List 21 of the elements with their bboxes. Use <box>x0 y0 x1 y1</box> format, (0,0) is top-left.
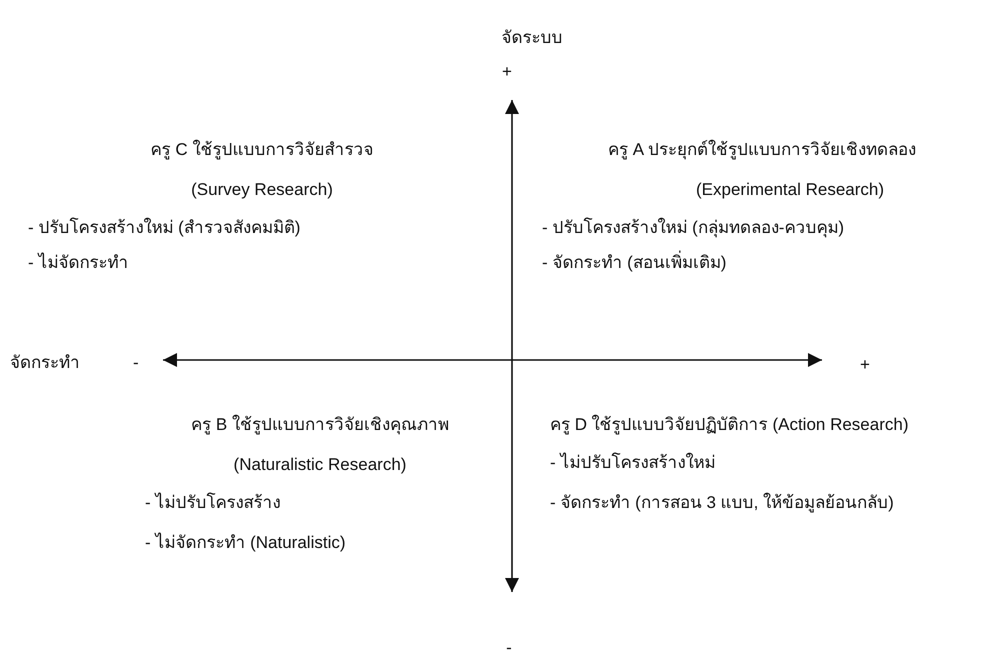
axis-sign: - <box>133 352 139 374</box>
quadrant-heading: ครู C ใช้รูปแบบการวิจัยสำรวจ <box>150 140 374 160</box>
list-item: - ไม่ปรับโครงสร้างใหม่ <box>550 452 716 474</box>
list-item: - จัดกระทำ (สอนเพิ่มเติม) <box>542 252 726 274</box>
list-item: - ไม่จัดกระทำ <box>28 252 128 274</box>
list-item: - จัดกระทำ (การสอน 3 แบบ, ให้ข้อมูลย้อนกลับ) <box>550 492 894 514</box>
axis-sign: + <box>860 354 870 376</box>
list-item: - ปรับโครงสร้างใหม่ (สำรวจสังคมมิติ) <box>28 218 300 238</box>
axis-label: จัดระบบ <box>502 28 562 48</box>
quadrant-heading: ครู A ประยุกต์ใช้รูปแบบการวิจัยเชิงทดลอง <box>608 140 916 160</box>
list-item: - ไม่ปรับโครงสร้าง <box>145 492 280 514</box>
list-item: - ไม่จัดกระทำ (Naturalistic) <box>145 532 346 554</box>
quadrant-heading: ครู B ใช้รูปแบบการวิจัยเชิงคุณภาพ <box>191 414 449 436</box>
quadrant-subheading: (Experimental Research) <box>696 180 884 200</box>
axis-label: จัดกระทำ <box>10 352 80 374</box>
quadrant-subheading: (Survey Research) <box>191 180 333 200</box>
axis-sign: + <box>502 62 512 82</box>
quadrant-subheading: (Naturalistic Research) <box>234 454 406 476</box>
axis-sign: - <box>506 638 512 657</box>
quadrant-heading: ครู D ใช้รูปแบบวิจัยปฏิบัติการ (Action Research) <box>550 414 908 436</box>
list-item: - ปรับโครงสร้างใหม่ (กลุ่มทดลอง-ควบคุม) <box>542 218 844 238</box>
